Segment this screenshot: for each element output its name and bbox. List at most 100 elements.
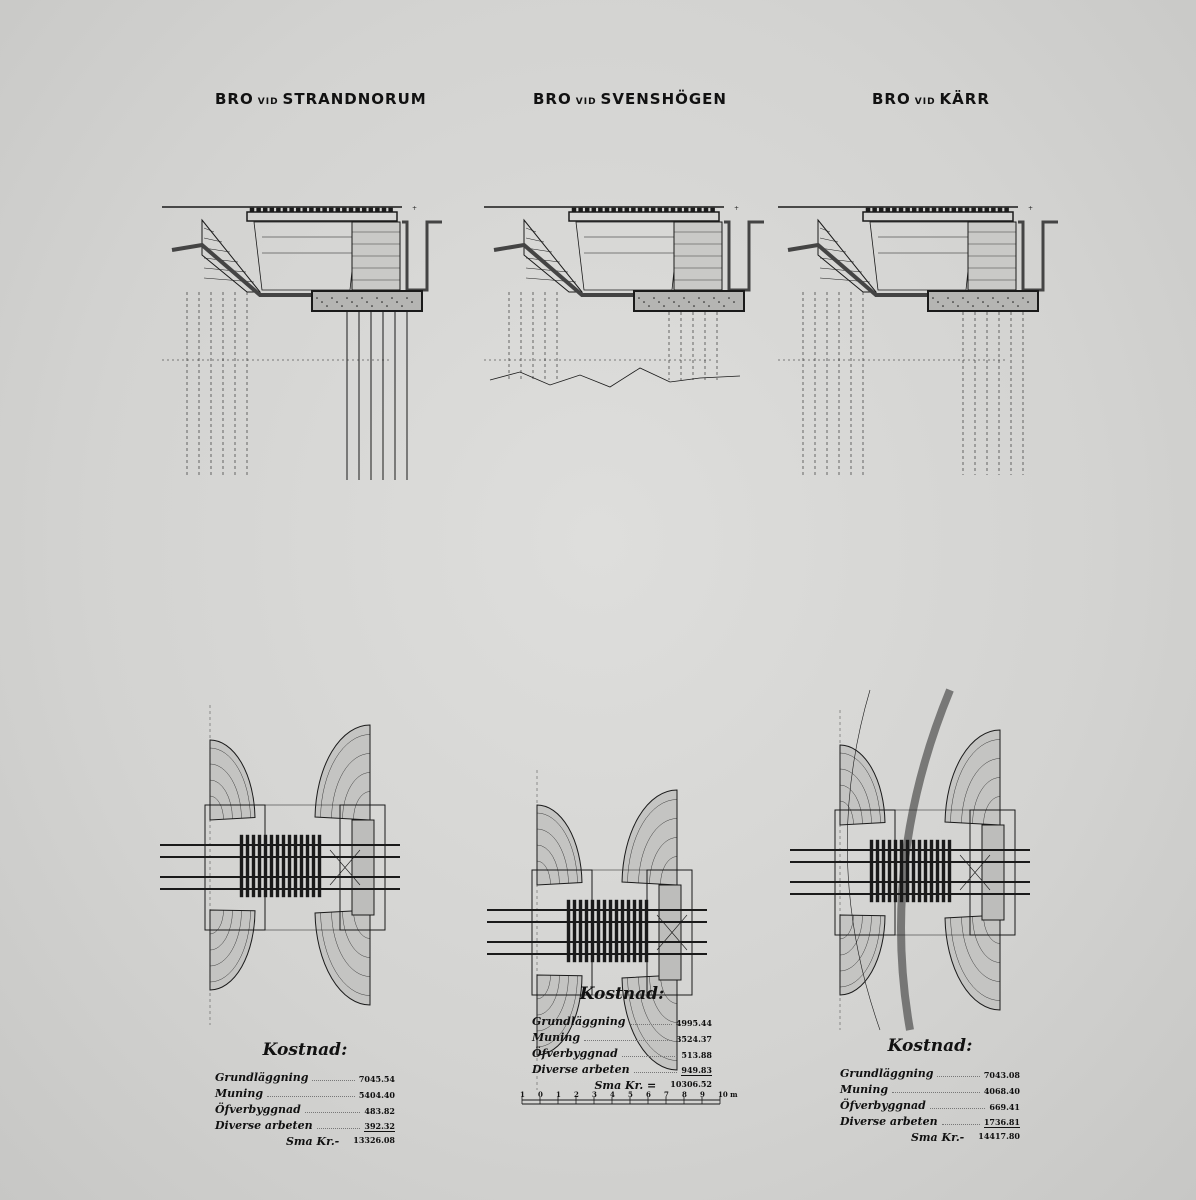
aggregate-dot (728, 297, 730, 299)
cobble-course (649, 837, 678, 884)
curved-road (897, 688, 954, 1031)
cost-row: Öfverbyggnad 483.82 (215, 1100, 395, 1116)
sleeper-plan (263, 834, 268, 898)
sleeper (885, 207, 891, 213)
hatch-line (525, 227, 537, 233)
sleeper (342, 207, 347, 213)
aggregate-dot (381, 301, 383, 303)
scale-label: 1 (520, 1090, 525, 1099)
title-vid: VID (575, 97, 597, 107)
sleeper (295, 207, 301, 213)
scale-label: 8 (682, 1090, 687, 1099)
aggregate-dot (952, 301, 954, 303)
scale-label: 3 (592, 1090, 597, 1099)
aggregate-dot (346, 297, 348, 299)
aggregate-dot (1017, 305, 1019, 307)
cost-value: 3524.37 (675, 1034, 712, 1044)
cost-value: 949.83 (681, 1065, 712, 1076)
cost-row: Muning 3524.37 (532, 1028, 712, 1044)
sleeper (335, 207, 341, 213)
cost-label: Muning (840, 1083, 889, 1096)
sleeper (388, 207, 393, 213)
aggregate-dot (967, 301, 969, 303)
cost-title: Kostnad: (262, 1040, 348, 1060)
hatch-line (819, 267, 863, 273)
scale-label: 6 (646, 1090, 651, 1099)
cobble-course (209, 910, 233, 951)
aggregate-dot (713, 297, 715, 299)
sleeper (591, 207, 597, 213)
concrete-foundation (927, 290, 1039, 312)
sleeper (650, 207, 656, 213)
cobble-course (342, 772, 371, 819)
sleeper-plan (638, 899, 643, 963)
sleeper-plan (578, 899, 583, 963)
sleeper (269, 207, 275, 213)
sleeper (938, 207, 943, 213)
bearing-plate (351, 819, 375, 916)
cobble-course (839, 800, 854, 825)
sleeper-plan (251, 834, 256, 898)
cost-total-label: Sma Kr.- (910, 1131, 965, 1144)
cobble-course (839, 915, 881, 988)
concrete-foundation (633, 290, 745, 312)
sleeper-plan (269, 834, 274, 898)
elevation-label: + (412, 205, 417, 212)
bridge-opening (575, 221, 680, 291)
retaining-wall (402, 220, 442, 292)
cobble-course (536, 975, 560, 1016)
cobble-course (209, 910, 242, 967)
sleeper (977, 207, 983, 213)
sleeper (991, 207, 996, 213)
cost-label: Öfverbyggnad (840, 1099, 926, 1112)
sleeper-plan (566, 899, 571, 963)
cobble-course (536, 812, 578, 883)
aggregate-dot (361, 297, 363, 299)
cost-value: 483.82 (364, 1106, 395, 1116)
cost-label: Grundläggning (215, 1071, 309, 1084)
hatch-line (203, 267, 247, 273)
aggregate-dot (391, 297, 393, 299)
sleeper (262, 207, 268, 213)
aggregate-dot (708, 305, 710, 307)
cobble-course (331, 912, 371, 977)
cobble-course (961, 917, 1001, 982)
sleeper-plan (929, 839, 934, 903)
title-vid: VID (257, 97, 279, 107)
sleeper-plan (608, 899, 613, 963)
scale-label: 5 (628, 1090, 633, 1099)
sleeper (664, 207, 669, 213)
bridge-girder (246, 211, 398, 222)
cost-label: Muning (532, 1031, 581, 1044)
brace (656, 914, 688, 951)
cost-title: Kostnad: (887, 1036, 973, 1056)
cost-label: Öfverbyggnad (215, 1103, 301, 1116)
sleeper-plan (644, 899, 649, 963)
aggregate-dot (411, 301, 413, 303)
bridge-opening (253, 221, 358, 291)
scale-label: 9 (700, 1090, 705, 1099)
sleeper (951, 207, 957, 213)
embankment-ground (493, 242, 634, 297)
sleeper-plan (299, 834, 304, 898)
aggregate-dot (1022, 297, 1024, 299)
cobble-course (972, 777, 1001, 824)
cobble-course (839, 752, 881, 823)
cobble-course (536, 975, 578, 1048)
sleeper-plan (293, 834, 298, 898)
sleeper (865, 207, 871, 213)
sleeper (624, 207, 630, 213)
sleeper (361, 207, 367, 213)
aggregate-dot (658, 301, 660, 303)
cost-value: 7043.08 (983, 1070, 1020, 1080)
cost-value: 7045.54 (358, 1074, 395, 1084)
retaining-wall (1018, 220, 1058, 292)
